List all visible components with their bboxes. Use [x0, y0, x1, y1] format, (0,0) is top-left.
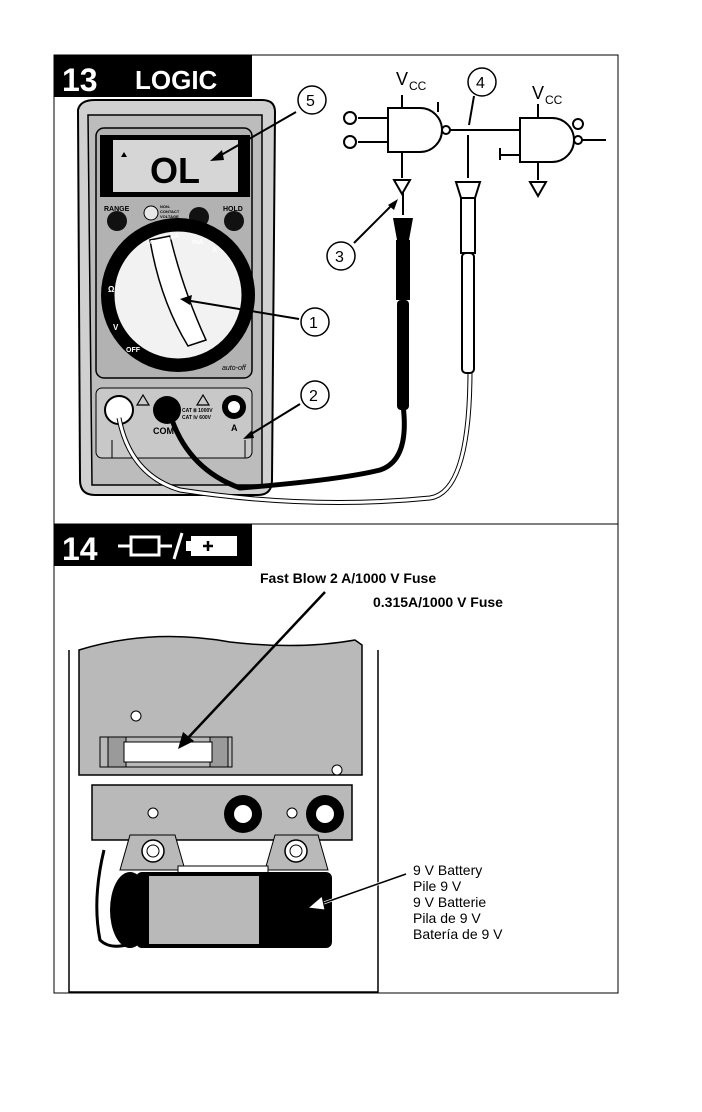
vcc-label-1: V: [396, 69, 408, 89]
svg-text:NON-: NON-: [160, 204, 171, 209]
vcc-sub-2: CC: [545, 93, 563, 107]
com-label: COM: [153, 426, 174, 436]
noncontact-sensor: [143, 205, 159, 221]
battery-label-es: Batería de 9 V: [413, 926, 503, 942]
dial-off-label: OFF: [126, 347, 141, 354]
battery-labels: 9 V Battery Pile 9 V 9 V Batterie Pila d…: [413, 862, 503, 942]
small-fuse-label: 0.315A/1000 V Fuse: [373, 594, 503, 610]
vcc-sub-1: CC: [409, 79, 427, 93]
dial-logic-label: LOGIC: [147, 240, 163, 246]
auto-off-label: auto-off: [222, 365, 247, 372]
battery-label-fr: Pile 9 V: [413, 878, 462, 894]
dial-ohm-label: Ω: [108, 285, 115, 294]
cat-rating-1: CAT Ⅲ 1000V: [182, 407, 213, 414]
cat-rating-2: CAT Ⅳ 600V: [182, 414, 212, 421]
dial-ua-label: µA: [170, 233, 179, 240]
lcd-screen: [113, 140, 238, 192]
panel-13-title: LOGIC: [135, 65, 218, 95]
battery-label-de: 9 V Batterie: [413, 894, 486, 910]
dial-knob[interactable]: [149, 235, 208, 347]
red-probe: [454, 135, 482, 374]
black-lead-cable: [169, 404, 407, 491]
slash-divider: [172, 532, 184, 560]
dial-v-label: V: [113, 323, 119, 332]
logic-circuit: V CC V CC: [343, 69, 606, 199]
a-jack-label: A: [231, 423, 238, 433]
svg-text:1: 1: [309, 315, 318, 332]
panel-13-header: [54, 55, 252, 97]
dial-a-label: A: [212, 247, 217, 254]
callout-1: 1: [180, 295, 330, 337]
battery-icon: [186, 536, 237, 556]
callout-3: 3: [326, 199, 398, 271]
panel-13-number: 13: [62, 62, 98, 98]
fuse-arrow: [185, 591, 326, 741]
display-readout: OL: [150, 150, 200, 191]
dial-ma-label: mA: [192, 239, 203, 246]
fuse-icon: [118, 535, 172, 557]
svg-text:VOLTAGE: VOLTAGE: [160, 214, 179, 219]
battery-label-en: 9 V Battery: [413, 862, 482, 878]
callout-5: 5: [210, 85, 327, 161]
svg-text:2: 2: [309, 388, 318, 405]
vcc-label-2: V: [532, 83, 544, 103]
range-label: RANGE: [104, 206, 130, 213]
nand-gate-2: [519, 117, 575, 163]
callout-2: 2: [243, 380, 330, 439]
svg-text:4: 4: [476, 75, 485, 92]
battery-label-it: Pila de 9 V: [413, 910, 481, 926]
multimeter: OL RANGE NON- CONTACT VOLTAGE HOLD LOGIC…: [76, 99, 277, 496]
hold-button[interactable]: [224, 211, 244, 231]
battery-compartment: [68, 635, 379, 993]
nand-gate-1: [387, 107, 443, 153]
black-probe: [393, 190, 413, 410]
svg-text:CONTACT: CONTACT: [160, 209, 180, 214]
svg-text:3: 3: [335, 249, 344, 266]
battery-arrow: [317, 873, 407, 906]
callout-4: 4: [467, 67, 497, 126]
fast-blow-fuse: [123, 741, 213, 763]
svg-text:5: 5: [306, 93, 315, 110]
fast-blow-fuse-label: Fast Blow 2 A/1000 V Fuse: [260, 570, 436, 586]
panel-14-number: 14: [62, 531, 98, 567]
range-button[interactable]: [107, 211, 127, 231]
com-jack[interactable]: [153, 396, 181, 424]
hold-label: HOLD: [223, 206, 243, 213]
panel-14-frame: [53, 523, 619, 994]
